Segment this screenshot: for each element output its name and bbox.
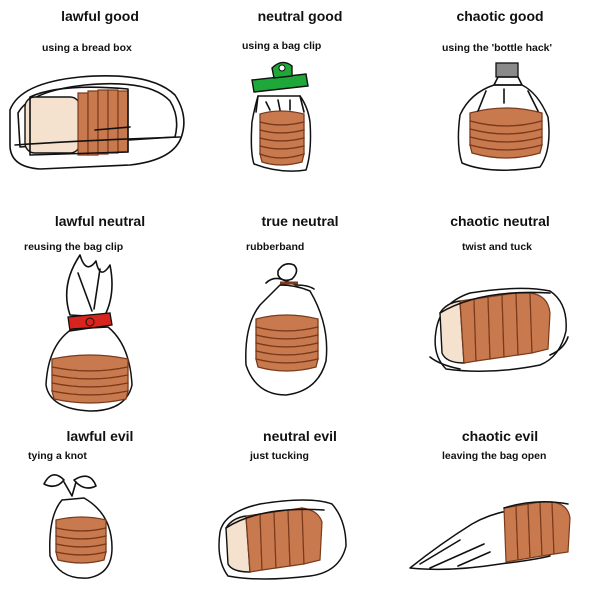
bag-clip-icon — [250, 61, 312, 172]
cell-title: lawful neutral — [54, 213, 146, 229]
cell-title: chaotic neutral — [450, 213, 550, 229]
cell-title: neutral evil — [263, 428, 337, 444]
cell-true-neutral: true neutral rubberband — [200, 205, 400, 420]
cell-subtitle: using the 'bottle hack' — [442, 42, 553, 54]
bottle-neck-icon — [457, 62, 550, 171]
cell-subtitle: using a bread box — [42, 42, 132, 54]
cell-title: chaotic good — [456, 8, 544, 24]
cell-lawful-evil: lawful evil tying a knot — [0, 420, 200, 600]
cell-chaotic-good: chaotic good using the 'bottle hack' — [400, 0, 600, 205]
reused-clip-icon — [45, 254, 133, 412]
cell-subtitle: leaving the bag open — [442, 450, 547, 462]
cell-chaotic-evil: chaotic evil leaving the bag open — [400, 420, 600, 600]
cell-subtitle: using a bag clip — [242, 40, 322, 52]
cell-neutral-good: neutral good using a bag clip — [200, 0, 400, 205]
cell-subtitle: rubberband — [246, 241, 305, 253]
cell-title: neutral good — [257, 8, 343, 24]
cell-title: true neutral — [261, 213, 339, 229]
cell-neutral-evil: neutral evil just tucking — [200, 420, 400, 600]
cell-chaotic-neutral: chaotic neutral twist and tuck — [400, 205, 600, 420]
cell-subtitle: reusing the bag clip — [24, 241, 124, 253]
tucked-bag-icon — [218, 499, 347, 580]
cell-title: lawful good — [61, 8, 139, 24]
twist-tuck-icon — [429, 287, 569, 372]
cell-subtitle: twist and tuck — [462, 241, 533, 253]
open-bag-icon — [409, 500, 571, 571]
knot-icon — [43, 474, 113, 579]
cell-subtitle: just tucking — [250, 450, 309, 462]
rubberband-icon — [245, 263, 328, 396]
cell-title: lawful evil — [66, 428, 134, 444]
cell-title: chaotic evil — [461, 428, 539, 444]
bread-box-icon — [9, 75, 185, 170]
cell-lawful-good: lawful good using a bread box — [0, 0, 200, 205]
cell-subtitle: tying a knot — [28, 450, 87, 462]
cell-lawful-neutral: lawful neutral reusing the bag clip — [0, 205, 200, 420]
